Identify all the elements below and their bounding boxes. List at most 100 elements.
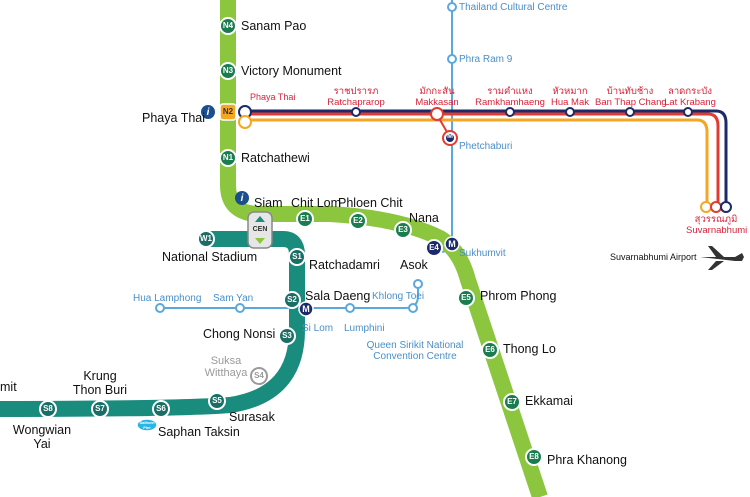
info-glyph-phaya-thai: i — [206, 107, 210, 118]
station-asok: Asok — [400, 258, 428, 272]
station-code-s1: S1 — [292, 252, 302, 261]
station-chong-nonsi: Chong Nonsi — [203, 327, 276, 341]
n2-marker — [219, 103, 237, 121]
mrt-phra-ram9: Phra Ram 9 — [459, 54, 513, 65]
airport-label: Suvarnabhumi Airport — [610, 252, 697, 262]
station-suksa-witthaya: Suksa Witthaya — [204, 355, 248, 380]
sukhumvit-mrt-badge — [444, 236, 460, 252]
mrt-sam-yan: Sam Yan — [213, 293, 254, 304]
station-code-e7: E7 — [507, 397, 517, 406]
station-ratchadamri: Ratchadamri — [309, 258, 380, 272]
mrt-queen-sirikit: Queen Sirikit National Convention Centre — [366, 340, 464, 362]
station-code-s7: S7 — [95, 404, 105, 413]
station-code-e3: E3 — [398, 225, 408, 234]
info-icon-phaya-thai — [201, 105, 215, 119]
station-code-e8: E8 — [529, 452, 539, 461]
station-wongwian-yai: Wongwian Yai — [12, 423, 72, 451]
info-glyph-siam: i — [240, 193, 244, 204]
mrt-hua-lamphong: Hua Lamphong — [133, 293, 202, 304]
station-code-n2: N2 — [222, 107, 234, 116]
station-code-n3: N3 — [222, 66, 234, 75]
station-code-e2: E2 — [353, 216, 363, 225]
station-code-s8: S8 — [43, 404, 53, 413]
station-code-e5: E5 — [461, 293, 471, 302]
al-hua-mak-en: Hua Mak — [550, 97, 589, 108]
station-sanam-pao: Sanam Pao — [241, 19, 307, 33]
cen-arrow-up — [255, 216, 265, 222]
info-icon-siam — [235, 191, 249, 205]
e4-marker — [425, 239, 443, 257]
sukhumvit-line — [220, 0, 548, 497]
station-thong-lo: Thong Lo — [503, 342, 556, 356]
station-ratchathewi: Ratchathewi — [241, 151, 310, 165]
station-chit-lom: Chit Lom — [291, 196, 342, 210]
suvarnabhumi-station — [700, 201, 732, 213]
station-krung-thon-buri: Krung Thon Buri — [72, 369, 128, 397]
al-ramkhamhaeng-en: Ramkhamhaeng — [475, 97, 545, 108]
sukhumvit-stations — [219, 17, 543, 466]
mrt-thailand-cultural-centre: Thailand Cultural Centre — [459, 2, 568, 13]
silom-stations — [39, 230, 306, 418]
station-phrom-phong: Phrom Phong — [480, 289, 557, 303]
airport-link-line — [245, 109, 728, 205]
station-nana: Nana — [409, 211, 439, 225]
al-ban-thap-chang-thai: บ้านทับช้าง — [606, 86, 654, 97]
station-code-e4: E4 — [429, 243, 439, 252]
mrt-si-lom: Si Lom — [302, 323, 334, 334]
makkasan-interchange — [430, 107, 458, 146]
station-code-w1: W1 — [200, 234, 212, 243]
pier-badge-label: Sathorn Pier — [139, 420, 155, 430]
station-code-s3: S3 — [282, 331, 292, 340]
station-code-e6: E6 — [485, 345, 495, 354]
al-suvarnabhumi-thai: สุวรรณภูมิ — [694, 214, 738, 225]
al-hua-mak-thai: หัวหมาก — [552, 86, 588, 97]
m-badge-phetchaburi: M — [447, 133, 453, 140]
station-code-s5: S5 — [212, 396, 222, 405]
station-code-n4: N4 — [222, 21, 234, 30]
silom-line — [0, 231, 305, 417]
mrt-phetchaburi: Phetchaburi — [459, 141, 513, 152]
mrt-sukhumvit: Sukhumvit — [459, 248, 506, 259]
mrt-lumphini: Lumphini — [344, 323, 385, 334]
al-ban-thap-chang-en: Ban Thap Chang — [595, 97, 667, 108]
station-code-s2: S2 — [287, 295, 297, 304]
airport-link-stations — [351, 107, 693, 117]
al-ratchaprarop-en: Ratchaprarop — [327, 97, 385, 108]
station-phaya-thai-link: Phaya Thai — [250, 92, 296, 102]
al-makkasan-en: Makkasan — [415, 97, 459, 108]
station-siam: Siam — [254, 196, 283, 210]
pier-badge-icon — [136, 418, 158, 432]
al-ramkhamhaeng-thai: รามคำแหง — [487, 86, 533, 97]
station-saphan-taksin: Saphan Taksin — [158, 425, 240, 439]
station-phaya-thai: Phaya Thai — [142, 111, 206, 125]
al-ratchaprarop-thai: ราชปรารภ — [333, 86, 379, 97]
m-badge-si-lom: M — [302, 304, 310, 314]
station-code-e1: E1 — [300, 214, 310, 223]
airplane-icon — [700, 246, 744, 270]
station-victory-monument: Victory Monument — [241, 64, 342, 78]
station-ekkamai: Ekkamai — [525, 394, 573, 408]
station-phloen-chit: Phloen Chit — [338, 196, 403, 210]
station-sala-daeng: Sala Daeng — [305, 289, 371, 303]
al-lat-krabang-en: Lat Krabang — [664, 97, 716, 108]
s4-marker — [250, 367, 268, 385]
mrt-stations — [155, 2, 457, 313]
station-national-stadium: National Stadium — [162, 250, 258, 264]
siam-interchange — [247, 211, 273, 249]
station-code-cen: CEN — [252, 226, 268, 233]
al-lat-krabang-thai: ลาดกระบัง — [668, 86, 712, 97]
al-makkasan-thai: มักกะสัน — [419, 86, 455, 97]
station-surasak: Surasak — [229, 410, 275, 424]
station-pho-nimit: mit — [0, 380, 17, 394]
si-lom-badge — [298, 301, 314, 317]
al-suvarnabhumi-en: Suvarnabhumi — [686, 225, 748, 236]
station-phra-khanong: Phra Khanong — [547, 453, 627, 467]
m-badge-sukhumvit: M — [448, 239, 456, 249]
phaya-thai-link — [238, 105, 252, 129]
cen-arrow-down — [255, 238, 265, 244]
station-code-n1: N1 — [222, 153, 234, 162]
station-code-s6: S6 — [156, 404, 166, 413]
mrt-khlong-toei: Khlong Toei — [372, 291, 425, 302]
station-code-s4: S4 — [254, 371, 264, 380]
